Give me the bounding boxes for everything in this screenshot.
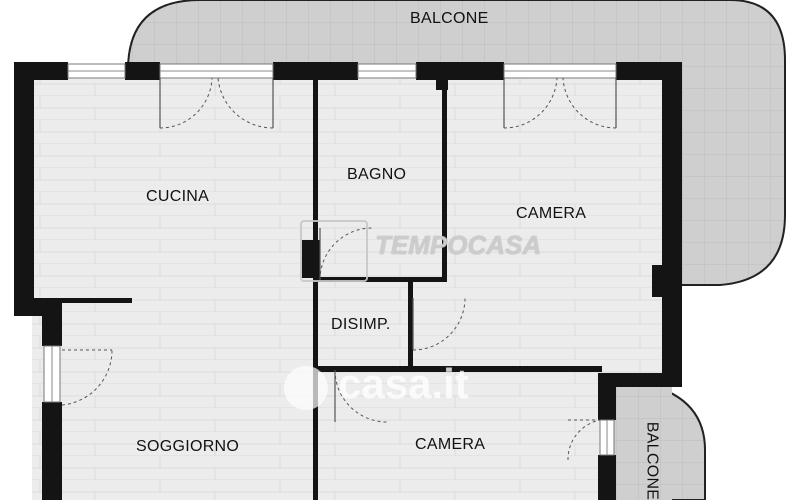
balcony-top-area (126, 0, 786, 286)
portal-logo-icon (284, 366, 328, 410)
room-label-disimpegno: DISIMP. (331, 316, 391, 333)
room-label-bagno: BAGNO (347, 166, 407, 183)
room-label-balcone-top: BALCONE (410, 10, 489, 27)
floor-area (32, 75, 672, 500)
room-label-balcone-right: BALCONE (643, 421, 661, 500)
room-label-cucina: CUCINA (146, 188, 210, 205)
room-label-soggiorno: SOGGIORNO (136, 438, 240, 455)
house-logo-icon (300, 220, 368, 282)
walls (14, 62, 682, 500)
room-label-camera-bottom: CAMERA (415, 436, 486, 453)
room-label-camera-top: CAMERA (516, 205, 587, 222)
door-leaves (159, 78, 617, 422)
